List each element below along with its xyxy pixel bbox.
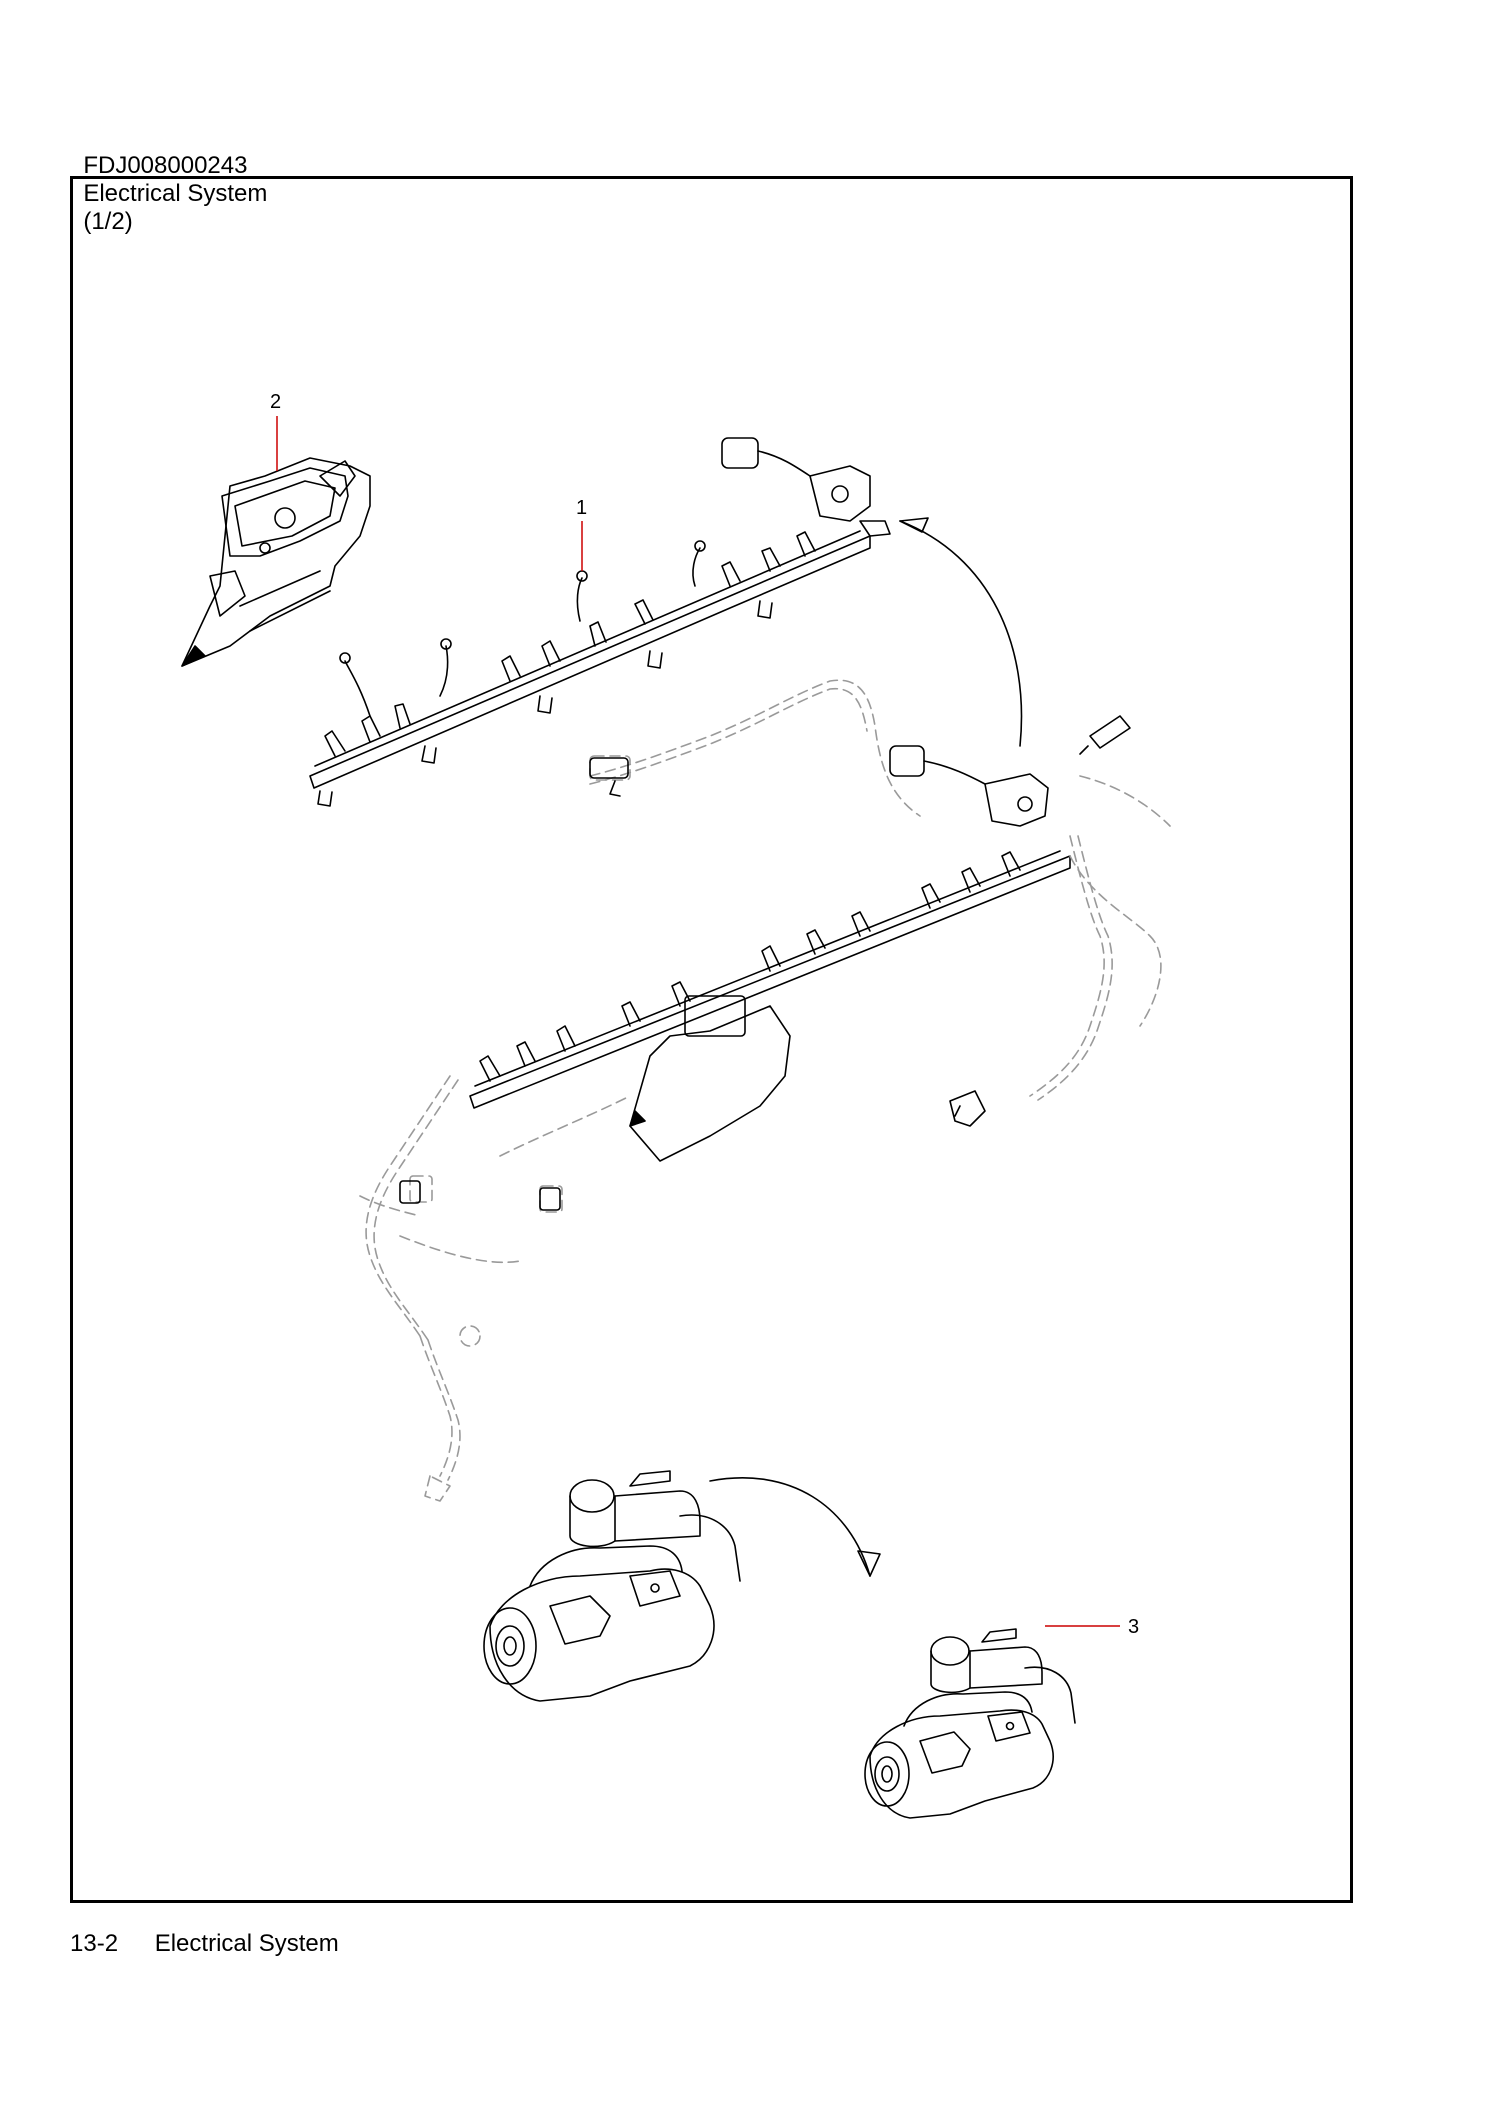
exploded-view-illustration: 2 1 3 <box>181 391 1171 1819</box>
ecu-module-drawing <box>181 457 371 667</box>
callout-2: 2 <box>270 391 281 413</box>
header-section-title: Electrical System <box>83 180 268 207</box>
illustration-frame <box>70 176 1353 1903</box>
transition-arrow-2 <box>709 1477 881 1577</box>
starter-motor-new-drawing <box>864 1628 1076 1819</box>
footer-section-title: Electrical System <box>154 1930 339 1957</box>
leader-lines <box>276 416 1120 1627</box>
sensor-parts-drawing <box>399 715 1131 1211</box>
part-code: FDJ008000243 <box>83 152 248 179</box>
starter-motor-original-drawing <box>483 1470 741 1702</box>
wiring-harness-drawing <box>309 437 891 807</box>
page-header: FDJ008000243 Electrical System (1/2) <box>70 124 289 236</box>
phantom-harness-drawing <box>359 679 1171 1502</box>
page-footer: 13-2 Electrical System <box>70 1930 369 1958</box>
transition-arrow-1 <box>899 517 1023 747</box>
installed-harness-drawing <box>469 745 1071 1162</box>
callout-3: 3 <box>1128 1616 1139 1638</box>
page-number: 13-2 <box>70 1930 119 1957</box>
callout-1: 1 <box>576 497 587 519</box>
page-fraction: (1/2) <box>83 208 133 235</box>
